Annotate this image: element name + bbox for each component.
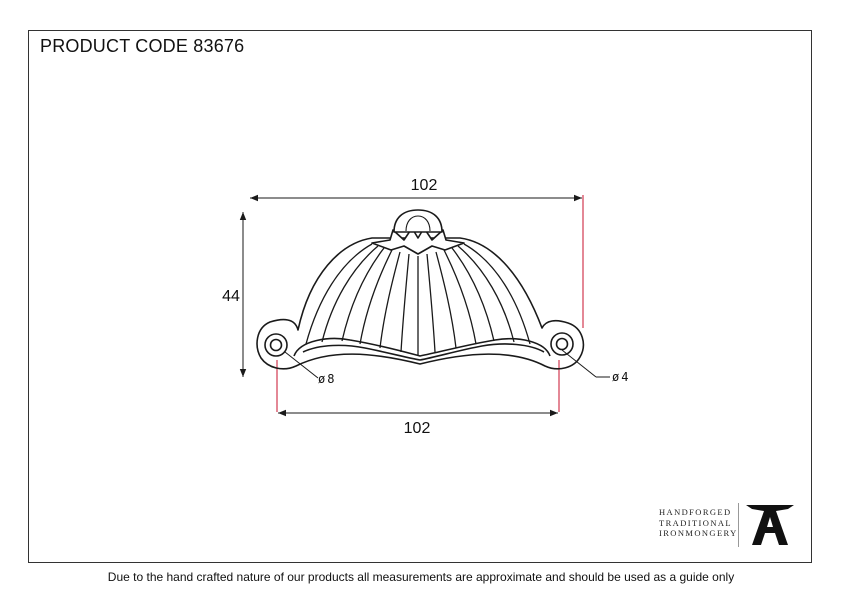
leader-small-hole	[561, 349, 597, 378]
handle-outline	[256, 237, 585, 370]
brand-divider	[738, 503, 739, 547]
handle-lip	[293, 337, 551, 357]
hole-large-label: ø8	[318, 372, 336, 386]
brand-line-1: HANDFORGED	[659, 507, 732, 517]
hole-small-label: ø4	[612, 370, 630, 384]
dimension-lines	[239, 194, 610, 417]
product-code-title: PRODUCT CODE 83676	[40, 36, 245, 56]
brand-tagline: HANDFORGED TRADITIONAL IRONMONGERY	[659, 507, 738, 539]
hole-small-inner	[555, 337, 569, 351]
brand-block: HANDFORGED TRADITIONAL IRONMONGERY	[650, 503, 800, 547]
footer-disclaimer: Due to the hand crafted nature of our pr…	[107, 570, 735, 584]
handle-lip-inner	[302, 343, 545, 361]
drawing-frame	[28, 30, 812, 563]
handle-crown	[371, 227, 465, 255]
anvil-a-icon	[746, 505, 794, 545]
brand-line-3: IRONMONGERY	[659, 528, 738, 538]
handle-knob	[393, 209, 443, 233]
handle-ribs	[305, 243, 531, 356]
hole-large-outer	[264, 333, 288, 357]
overall-width-label: 102	[411, 177, 438, 194]
hole-large-inner	[269, 338, 283, 352]
height-label: 44	[222, 288, 240, 305]
leader-large-hole	[284, 351, 319, 379]
brand-line-2: TRADITIONAL	[659, 517, 732, 528]
hole-small-outer	[550, 332, 574, 356]
hole-centres-label: 102	[404, 420, 431, 437]
cup-handle-drawing	[256, 209, 585, 370]
